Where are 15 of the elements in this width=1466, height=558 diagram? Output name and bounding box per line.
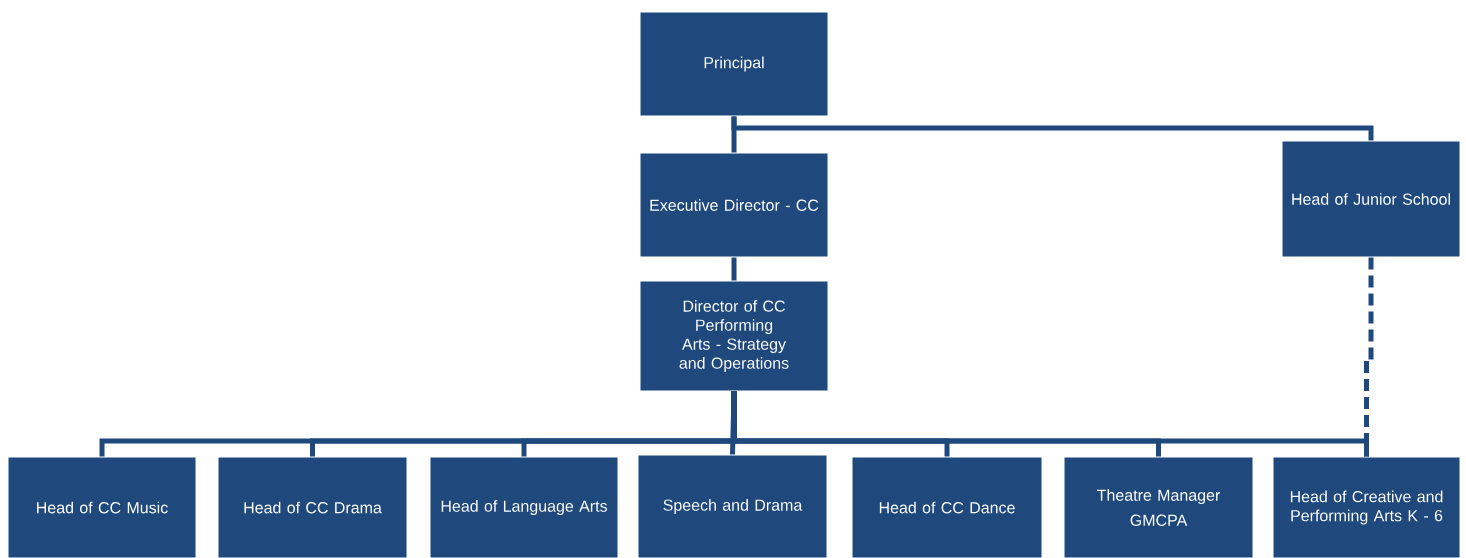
org-box: Theatre Manager GMCPA	[1063, 456, 1254, 558]
org-box: Director of CC Performing Arts - Strategy and Operations	[639, 280, 829, 392]
org-box: Head of CC Drama	[217, 456, 408, 558]
org-box: Head of Junior School	[1281, 140, 1461, 258]
org-box: Speech and Drama	[637, 454, 828, 558]
connector-line	[1364, 257, 1374, 457]
org-box: Executive Director - CC	[639, 152, 829, 258]
connector-line	[730, 391, 737, 455]
connector-line	[731, 116, 1374, 141]
org-box: Head of Language Arts	[429, 456, 619, 558]
org-box: Head of CC Dance	[851, 456, 1043, 558]
org-box: Head of Creative and Performing Arts K - 6	[1272, 456, 1461, 558]
connector-line	[731, 257, 737, 281]
org-box: Principal	[639, 11, 829, 117]
org-box: Head of CC Music	[7, 456, 197, 558]
